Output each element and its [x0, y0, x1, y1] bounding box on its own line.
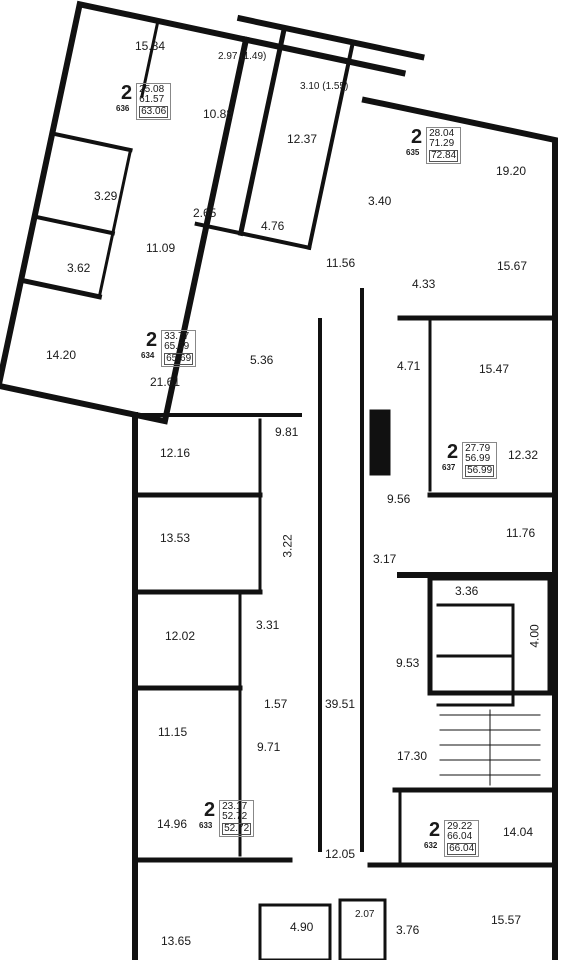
room-area: 4.71 [397, 359, 421, 373]
upper-right-wing [194, 14, 425, 251]
total-area: 65.69 [164, 341, 190, 352]
room-area: 14.96 [157, 817, 188, 831]
upper-left-wing [0, 0, 407, 425]
living-area: 28.04 [429, 128, 455, 139]
apartment-number: 632 [424, 841, 438, 850]
room-area: 11.76 [506, 526, 536, 540]
room-area: 13.53 [160, 531, 191, 545]
room-area: 14.20 [46, 348, 77, 362]
room-area: 5.36 [250, 353, 274, 367]
room-area: 9.53 [396, 656, 420, 670]
room-area: 3.40 [368, 194, 392, 208]
room-area: 1.57 [264, 697, 288, 711]
room-area: 17.30 [397, 749, 428, 763]
room-count: 2 [447, 441, 459, 463]
area-box: 28.04 71.29 72.84 [426, 127, 462, 164]
room-area: 15.84 [135, 39, 166, 53]
staircase [439, 709, 541, 786]
living-area: 23.17 [222, 801, 248, 812]
room-area: 9.71 [257, 740, 281, 754]
room-area: 3.10 (1.55) [300, 81, 349, 92]
room-area: 4.90 [290, 920, 314, 934]
area-box: 23.17 52.72 52.72 [219, 800, 255, 837]
apartment-tag: 2 635 28.04 71.29 72.84 [406, 126, 462, 164]
room-area: 39.51 [325, 697, 356, 711]
living-area: 27.79 [465, 443, 491, 454]
room-area: 4.00 [527, 624, 542, 648]
room-area: 11.15 [158, 725, 188, 739]
total-area: 66.04 [447, 831, 473, 842]
apartment-tag: 2 637 27.79 56.99 56.99 [442, 441, 498, 479]
room-area: 11.56 [326, 256, 356, 270]
total-area-full: 63.06 [139, 106, 169, 118]
total-area-full: 65.69 [164, 353, 194, 365]
room-count: 2 [121, 82, 133, 104]
room-area: 3.76 [396, 923, 420, 937]
area-box: 27.79 56.99 56.99 [462, 442, 498, 479]
total-area-full: 56.99 [465, 465, 495, 477]
room-area: 12.37 [287, 132, 318, 146]
room-area: 19.20 [496, 164, 527, 178]
room-area: 9.56 [387, 492, 411, 506]
living-area: 29.22 [447, 821, 473, 832]
area-box: 25.08 61.57 63.06 [136, 83, 172, 120]
area-box: 33.77 65.69 65.69 [161, 330, 197, 367]
room-area: 4.33 [412, 277, 436, 291]
apartment-tag: 2 636 25.08 61.57 63.06 [116, 82, 172, 120]
living-area: 25.08 [139, 84, 165, 95]
room-count: 2 [429, 819, 441, 841]
apartment-number: 633 [199, 821, 213, 830]
room-area: 15.67 [497, 259, 528, 273]
total-area: 61.57 [139, 94, 165, 105]
room-area: 3.31 [256, 618, 280, 632]
total-area-full: 72.84 [429, 150, 459, 162]
apartment-tag: 2 634 33.77 65.69 65.69 [141, 329, 197, 367]
room-area: 14.04 [503, 825, 534, 839]
apartment-number: 637 [442, 463, 456, 472]
apartment-tag: 2 633 23.17 52.72 52.72 [199, 799, 255, 837]
total-area-full: 52.72 [222, 823, 252, 835]
room-area: 4.76 [261, 219, 285, 233]
room-area: 12.05 [325, 847, 356, 861]
right-block [361, 96, 558, 960]
shaft [369, 409, 391, 476]
total-area: 52.72 [222, 811, 248, 822]
apartment-number: 634 [141, 351, 155, 360]
total-area: 71.29 [429, 138, 455, 149]
room-area: 9.81 [275, 425, 299, 439]
room-area: 3.62 [67, 261, 91, 275]
room-area: 21.61 [150, 375, 181, 389]
room-area: 15.57 [491, 913, 522, 927]
room-area: 12.02 [165, 629, 196, 643]
room-count: 2 [146, 329, 158, 351]
room-area: 10.88 [203, 107, 234, 121]
room-area: 2.07 [355, 909, 375, 920]
living-area: 33.77 [164, 331, 190, 342]
room-area: 13.65 [161, 934, 192, 948]
room-area: 12.16 [160, 446, 191, 460]
room-area: 2.65 [193, 206, 217, 220]
room-area: 3.22 [280, 534, 295, 558]
total-area: 56.99 [465, 453, 491, 464]
area-box: 29.22 66.04 66.04 [444, 820, 480, 857]
room-area: 15.47 [479, 362, 510, 376]
room-area: 3.17 [373, 552, 397, 566]
room-area: 2.97 (1.49) [218, 51, 267, 62]
room-count: 2 [411, 126, 423, 148]
apartment-number: 635 [406, 148, 420, 157]
room-area: 3.29 [94, 189, 118, 203]
apartment-tag: 2 632 29.22 66.04 66.04 [424, 819, 480, 857]
room-count: 2 [204, 799, 216, 821]
room-area: 11.09 [146, 241, 176, 255]
total-area-full: 66.04 [447, 843, 477, 855]
room-area: 12.32 [508, 448, 539, 462]
apartment-number: 636 [116, 104, 130, 113]
room-area: 3.36 [455, 584, 479, 598]
